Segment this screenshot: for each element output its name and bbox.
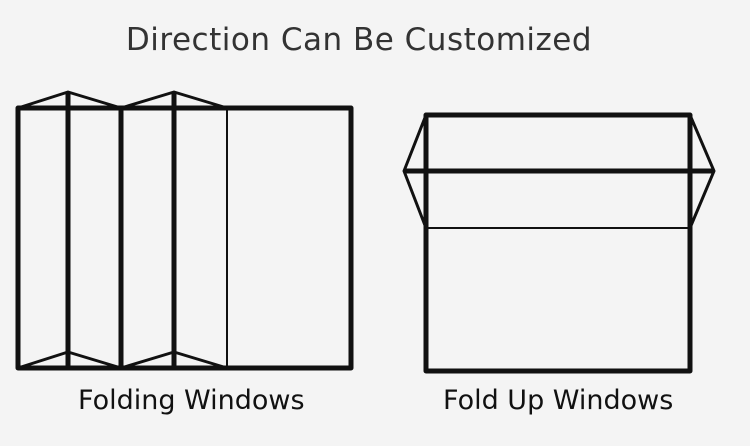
fold-triangle-bottom xyxy=(120,350,228,370)
fold-triangle-left xyxy=(402,114,428,229)
fold-triangle-top xyxy=(120,90,228,110)
fold-triangle-top xyxy=(17,90,122,110)
folding-frame xyxy=(15,105,354,371)
folding-windows-caption: Folding Windows xyxy=(78,385,305,416)
page-title: Direction Can Be Customized xyxy=(125,22,593,58)
fold-triangle-bottom xyxy=(17,350,122,370)
fold-up-windows-diagram xyxy=(402,112,716,374)
fold-up-windows-caption: Fold Up Windows xyxy=(443,385,674,416)
fold-triangle-right xyxy=(688,114,716,229)
fold-up-frame xyxy=(423,112,693,374)
folding-windows-diagram xyxy=(15,90,354,371)
